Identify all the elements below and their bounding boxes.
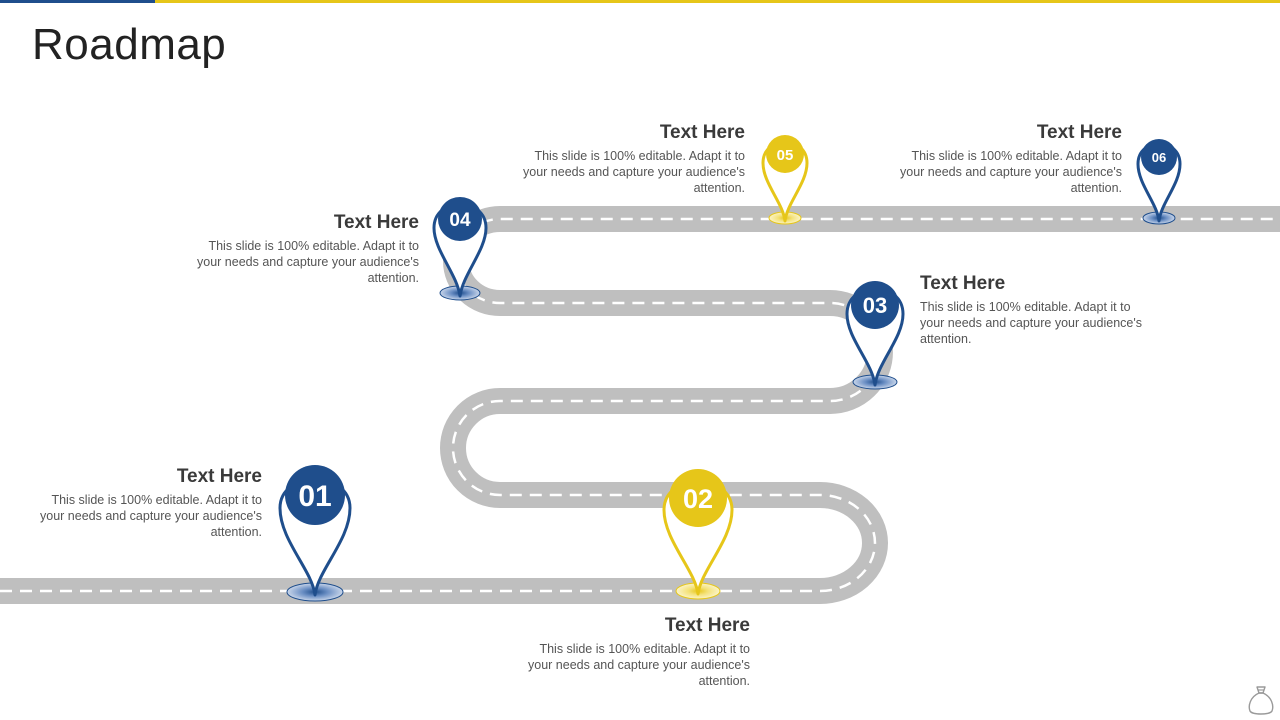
milestone-heading-01: Text Here [2, 466, 262, 488]
milestone-pin-03: 03 [847, 281, 903, 389]
milestone-body-03: This slide is 100% editable. Adapt it to… [920, 299, 1180, 347]
pin-number-04: 04 [449, 210, 471, 231]
pin-number-06: 06 [1152, 150, 1166, 165]
milestone-text-05: Text Here This slide is 100% editable. A… [485, 122, 745, 196]
milestone-text-01: Text Here This slide is 100% editable. A… [2, 466, 262, 540]
milestone-heading-03: Text Here [920, 273, 1180, 295]
pin-number-03: 03 [863, 293, 887, 318]
pin-number-02: 02 [683, 484, 713, 514]
milestone-body-04: This slide is 100% editable. Adapt it to… [159, 238, 419, 286]
milestone-heading-05: Text Here [485, 122, 745, 144]
milestone-heading-04: Text Here [159, 212, 419, 234]
milestone-text-03: Text Here This slide is 100% editable. A… [920, 273, 1180, 347]
money-bag-icon [1246, 684, 1276, 716]
milestone-body-01: This slide is 100% editable. Adapt it to… [2, 492, 262, 540]
milestone-text-06: Text Here This slide is 100% editable. A… [862, 122, 1122, 196]
milestone-body-02: This slide is 100% editable. Adapt it to… [490, 641, 750, 689]
pin-number-01: 01 [298, 480, 331, 513]
milestone-heading-02: Text Here [490, 615, 750, 637]
milestone-heading-06: Text Here [862, 122, 1122, 144]
pin-number-05: 05 [777, 147, 794, 164]
milestone-body-06: This slide is 100% editable. Adapt it to… [862, 148, 1122, 196]
milestone-body-05: This slide is 100% editable. Adapt it to… [485, 148, 745, 196]
milestone-text-04: Text Here This slide is 100% editable. A… [159, 212, 419, 286]
milestone-text-02: Text Here This slide is 100% editable. A… [490, 615, 750, 689]
